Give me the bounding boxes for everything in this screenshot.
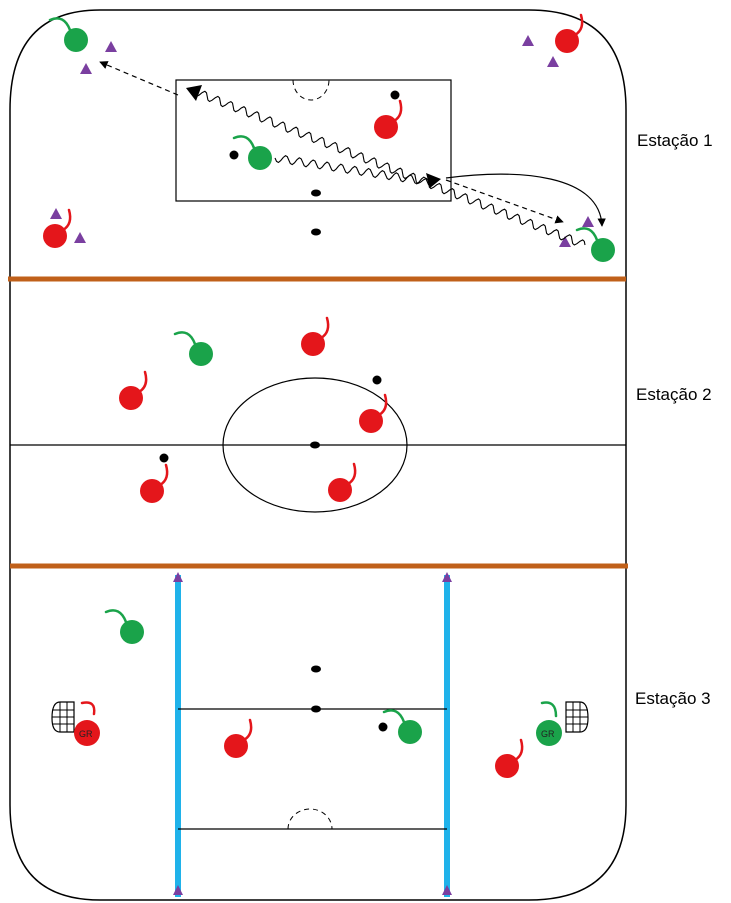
zone-box bbox=[175, 79, 452, 202]
player-green-icon bbox=[575, 227, 615, 262]
cone-icon bbox=[105, 41, 117, 52]
player-red-icon bbox=[43, 208, 72, 248]
cone-icon bbox=[173, 885, 183, 895]
player-red-icon bbox=[301, 316, 330, 356]
cone-icon bbox=[80, 63, 92, 74]
cone-icon bbox=[442, 885, 452, 895]
cone-icon bbox=[50, 208, 62, 219]
goal-net-icon bbox=[51, 701, 75, 733]
skate-arrowhead bbox=[186, 85, 202, 101]
skate-arrowhead bbox=[426, 173, 441, 188]
cone-icon bbox=[582, 216, 594, 227]
cone-icon bbox=[74, 232, 86, 243]
center-circle bbox=[222, 377, 408, 513]
goal-net-icon bbox=[565, 701, 589, 733]
goalkeeper-label: GR bbox=[541, 729, 555, 739]
player-green-icon bbox=[382, 709, 422, 744]
skate-arrow bbox=[445, 173, 606, 227]
faceoff-arc-bottom bbox=[287, 808, 333, 830]
player-green-icon bbox=[232, 135, 272, 170]
player-green-icon bbox=[173, 331, 213, 366]
puck-icon bbox=[159, 453, 169, 463]
rink-boards bbox=[9, 9, 627, 901]
goalkeeper-red: GR bbox=[74, 701, 100, 746]
station-label-2: Estação 2 bbox=[636, 385, 712, 404]
skate-wavy-line bbox=[274, 155, 430, 186]
puck-icon bbox=[390, 90, 400, 100]
puck-icon bbox=[311, 189, 321, 197]
puck-icon bbox=[311, 228, 321, 236]
pass-arrow bbox=[445, 179, 564, 224]
puck-icon bbox=[311, 665, 321, 673]
player-red-icon bbox=[555, 13, 584, 53]
puck-icon bbox=[378, 722, 388, 732]
puck-icon bbox=[310, 441, 320, 449]
cone-icon bbox=[173, 572, 183, 582]
player-red-icon bbox=[119, 370, 148, 410]
faceoff-arc-top bbox=[292, 79, 330, 101]
player-red-icon bbox=[359, 393, 388, 433]
cone-icon bbox=[442, 572, 452, 582]
player-green-icon bbox=[48, 17, 88, 52]
cone-icon bbox=[547, 56, 559, 67]
player-green-icon bbox=[104, 609, 144, 644]
cone-icon bbox=[559, 236, 571, 247]
player-red-icon bbox=[495, 738, 524, 778]
station-label-1: Estação 1 bbox=[637, 131, 713, 150]
puck-icon bbox=[311, 705, 321, 713]
player-red-icon bbox=[224, 718, 253, 758]
player-red-icon bbox=[140, 463, 169, 503]
goalkeeper-label: GR bbox=[79, 729, 93, 739]
skate-wavy-line bbox=[194, 90, 586, 246]
station-label-3: Estação 3 bbox=[635, 689, 711, 708]
puck-icon bbox=[372, 375, 382, 385]
cone-icon bbox=[522, 35, 534, 46]
player-red-icon bbox=[374, 99, 403, 139]
puck-icon bbox=[229, 150, 239, 160]
players-layer bbox=[43, 13, 615, 778]
player-red-icon bbox=[328, 462, 357, 502]
goalkeeper-green: GR bbox=[536, 701, 562, 746]
